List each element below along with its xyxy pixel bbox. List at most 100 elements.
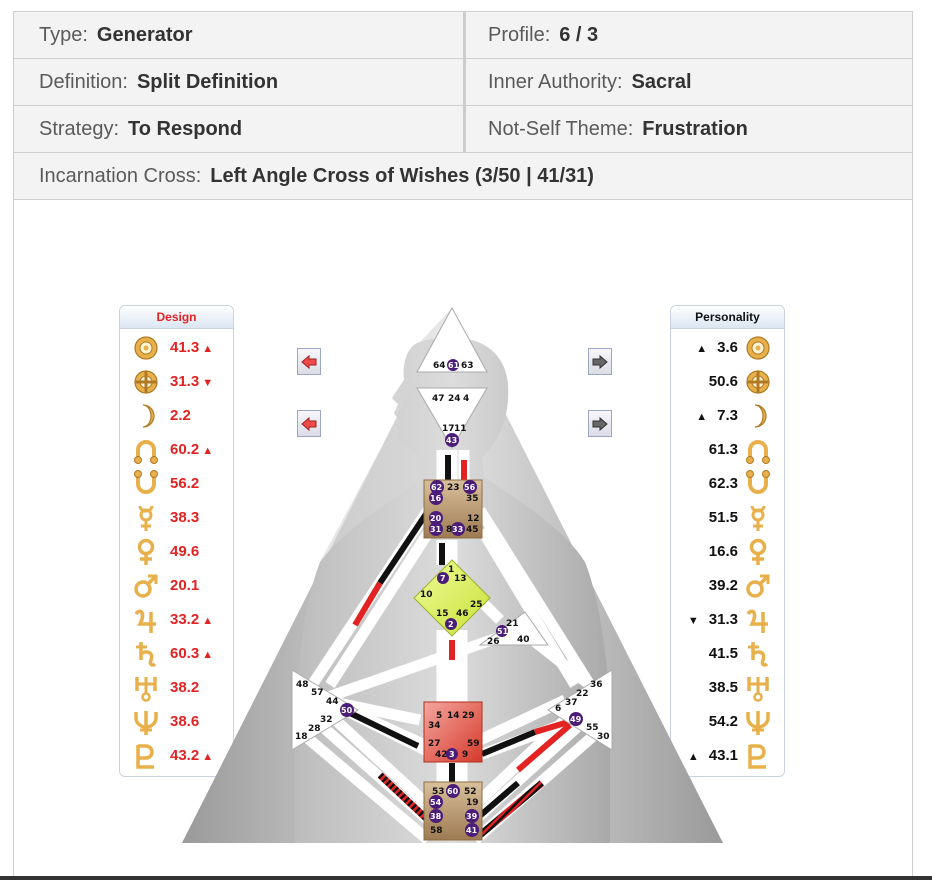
- design-value: 20.1: [170, 577, 202, 594]
- gate-7-marker: [437, 572, 449, 584]
- not-self-label: Not-Self Theme:: [488, 118, 634, 140]
- design-gate-line: 60.3: [170, 645, 200, 662]
- design-gate-line: 38.2: [170, 679, 200, 696]
- personality-gate-line: 16.6: [708, 543, 738, 560]
- gate-62: 62: [431, 483, 442, 492]
- earth-icon: [132, 368, 160, 396]
- personality-gate-line: 39.2: [708, 577, 738, 594]
- design-arrow: ▲: [202, 445, 214, 457]
- personality-row: 54.2: [671, 706, 784, 740]
- design-arrow: ▼: [202, 377, 214, 389]
- cross-field: Incarnation Cross: Left Angle Cross of W…: [39, 153, 594, 200]
- design-gate-line: 49.6: [170, 543, 200, 560]
- personality-next-button-2[interactable]: [588, 410, 612, 437]
- gate-3: 3: [449, 750, 455, 759]
- gate-33-marker: [451, 522, 465, 536]
- pluto-icon: [132, 742, 160, 770]
- mercury-icon: [132, 504, 160, 532]
- strategy-value: To Respond: [128, 118, 243, 140]
- personality-arrow: ▲: [687, 751, 699, 763]
- design-value: 49.6: [170, 543, 202, 560]
- gate-54: 54: [430, 798, 442, 807]
- design-value: 38.2: [170, 679, 202, 696]
- personality-panel-title: Personality: [671, 306, 784, 329]
- gate-60: 60: [447, 787, 459, 796]
- design-value: 31.3▼: [170, 373, 213, 390]
- personality-arrow: ▲: [696, 411, 708, 423]
- gate-49: 49: [570, 715, 582, 724]
- design-arrow: ▲: [202, 751, 214, 763]
- definition-field: Definition: Split Definition: [39, 59, 278, 106]
- design-gate-line: 60.2: [170, 441, 200, 458]
- saturn-icon: [132, 640, 160, 668]
- design-value: 60.2▲: [170, 441, 213, 458]
- personality-gate-line: 62.3: [708, 475, 738, 492]
- personality-value: ▲7.3: [696, 407, 738, 424]
- personality-row: 51.5: [671, 502, 784, 536]
- design-value: 43.2▲: [170, 747, 213, 764]
- left-arrow-icon: [301, 416, 317, 431]
- gate-45: 45: [466, 525, 479, 535]
- profile-field: Profile: 6 / 3: [488, 12, 598, 59]
- gate-11: 11: [454, 424, 467, 434]
- personality-value: 62.3: [699, 475, 738, 492]
- design-row: 2.2: [120, 400, 233, 434]
- personality-next-button[interactable]: [588, 348, 612, 375]
- personality-value: 16.6: [699, 543, 738, 560]
- personality-row: 50.6: [671, 366, 784, 400]
- design-row: 38.6: [120, 706, 233, 740]
- gate-47: 47: [432, 394, 445, 404]
- personality-value: 54.2: [699, 713, 738, 730]
- strategy-field: Strategy: To Respond: [39, 106, 242, 153]
- type-label: Type:: [39, 24, 88, 46]
- personality-arrow: ▼: [687, 615, 699, 627]
- gate-42: 42: [435, 750, 448, 760]
- gate-25: 25: [470, 600, 483, 610]
- uranus-icon: [132, 674, 160, 702]
- gate-24: 24: [448, 394, 461, 404]
- profile-value: 6 / 3: [559, 24, 599, 46]
- right-arrow-icon: [592, 354, 608, 369]
- personality-arrow: ▲: [696, 343, 708, 355]
- gate-56-marker: [463, 480, 477, 494]
- gate-22: 22: [576, 689, 589, 699]
- gate-23: 23: [447, 483, 460, 493]
- profile-label: Profile:: [488, 24, 551, 46]
- design-gate-line: 38.3: [170, 509, 200, 526]
- personality-gate-line: 51.5: [708, 509, 738, 526]
- design-row: 38.3: [120, 502, 233, 536]
- not-self-value: Frustration: [642, 118, 748, 140]
- design-prev-button[interactable]: [297, 348, 321, 375]
- gate-63: 63: [461, 361, 474, 371]
- design-value: 41.3▲: [170, 339, 213, 356]
- right-arrow-icon: [592, 416, 608, 431]
- gate-27: 27: [428, 739, 441, 749]
- cross-value: Left Angle Cross of Wishes (3/50 | 41/31…: [210, 165, 594, 187]
- personality-row: ▲3.6: [671, 332, 784, 366]
- gate-31: 31: [430, 525, 442, 534]
- gate-61-marker: [447, 359, 459, 371]
- gate-20-marker: [429, 511, 443, 525]
- gate-55: 55: [586, 723, 599, 733]
- design-row: 41.3▲: [120, 332, 233, 366]
- gate-57: 57: [311, 688, 324, 698]
- venus-icon: [744, 538, 772, 566]
- gate-10: 10: [420, 590, 433, 600]
- strategy-label: Strategy:: [39, 118, 120, 140]
- personality-row: 62.3: [671, 468, 784, 502]
- design-row: 60.3▲: [120, 638, 233, 672]
- solar-plexus-center: [547, 669, 613, 751]
- personality-value: 50.6: [699, 373, 738, 390]
- gate-28: 28: [308, 724, 321, 734]
- gate-43-marker: [445, 433, 459, 447]
- design-prev-button-2[interactable]: [297, 410, 321, 437]
- design-gate-line: 2.2: [170, 407, 191, 424]
- authority-value: Sacral: [631, 71, 692, 93]
- gate-33: 33: [452, 525, 463, 534]
- mars-icon: [132, 572, 160, 600]
- gate-5: 5: [436, 711, 442, 721]
- gate-13: 13: [454, 574, 467, 584]
- info-row-cross: Incarnation Cross: Left Angle Cross of W…: [14, 153, 912, 200]
- venus-icon: [132, 538, 160, 566]
